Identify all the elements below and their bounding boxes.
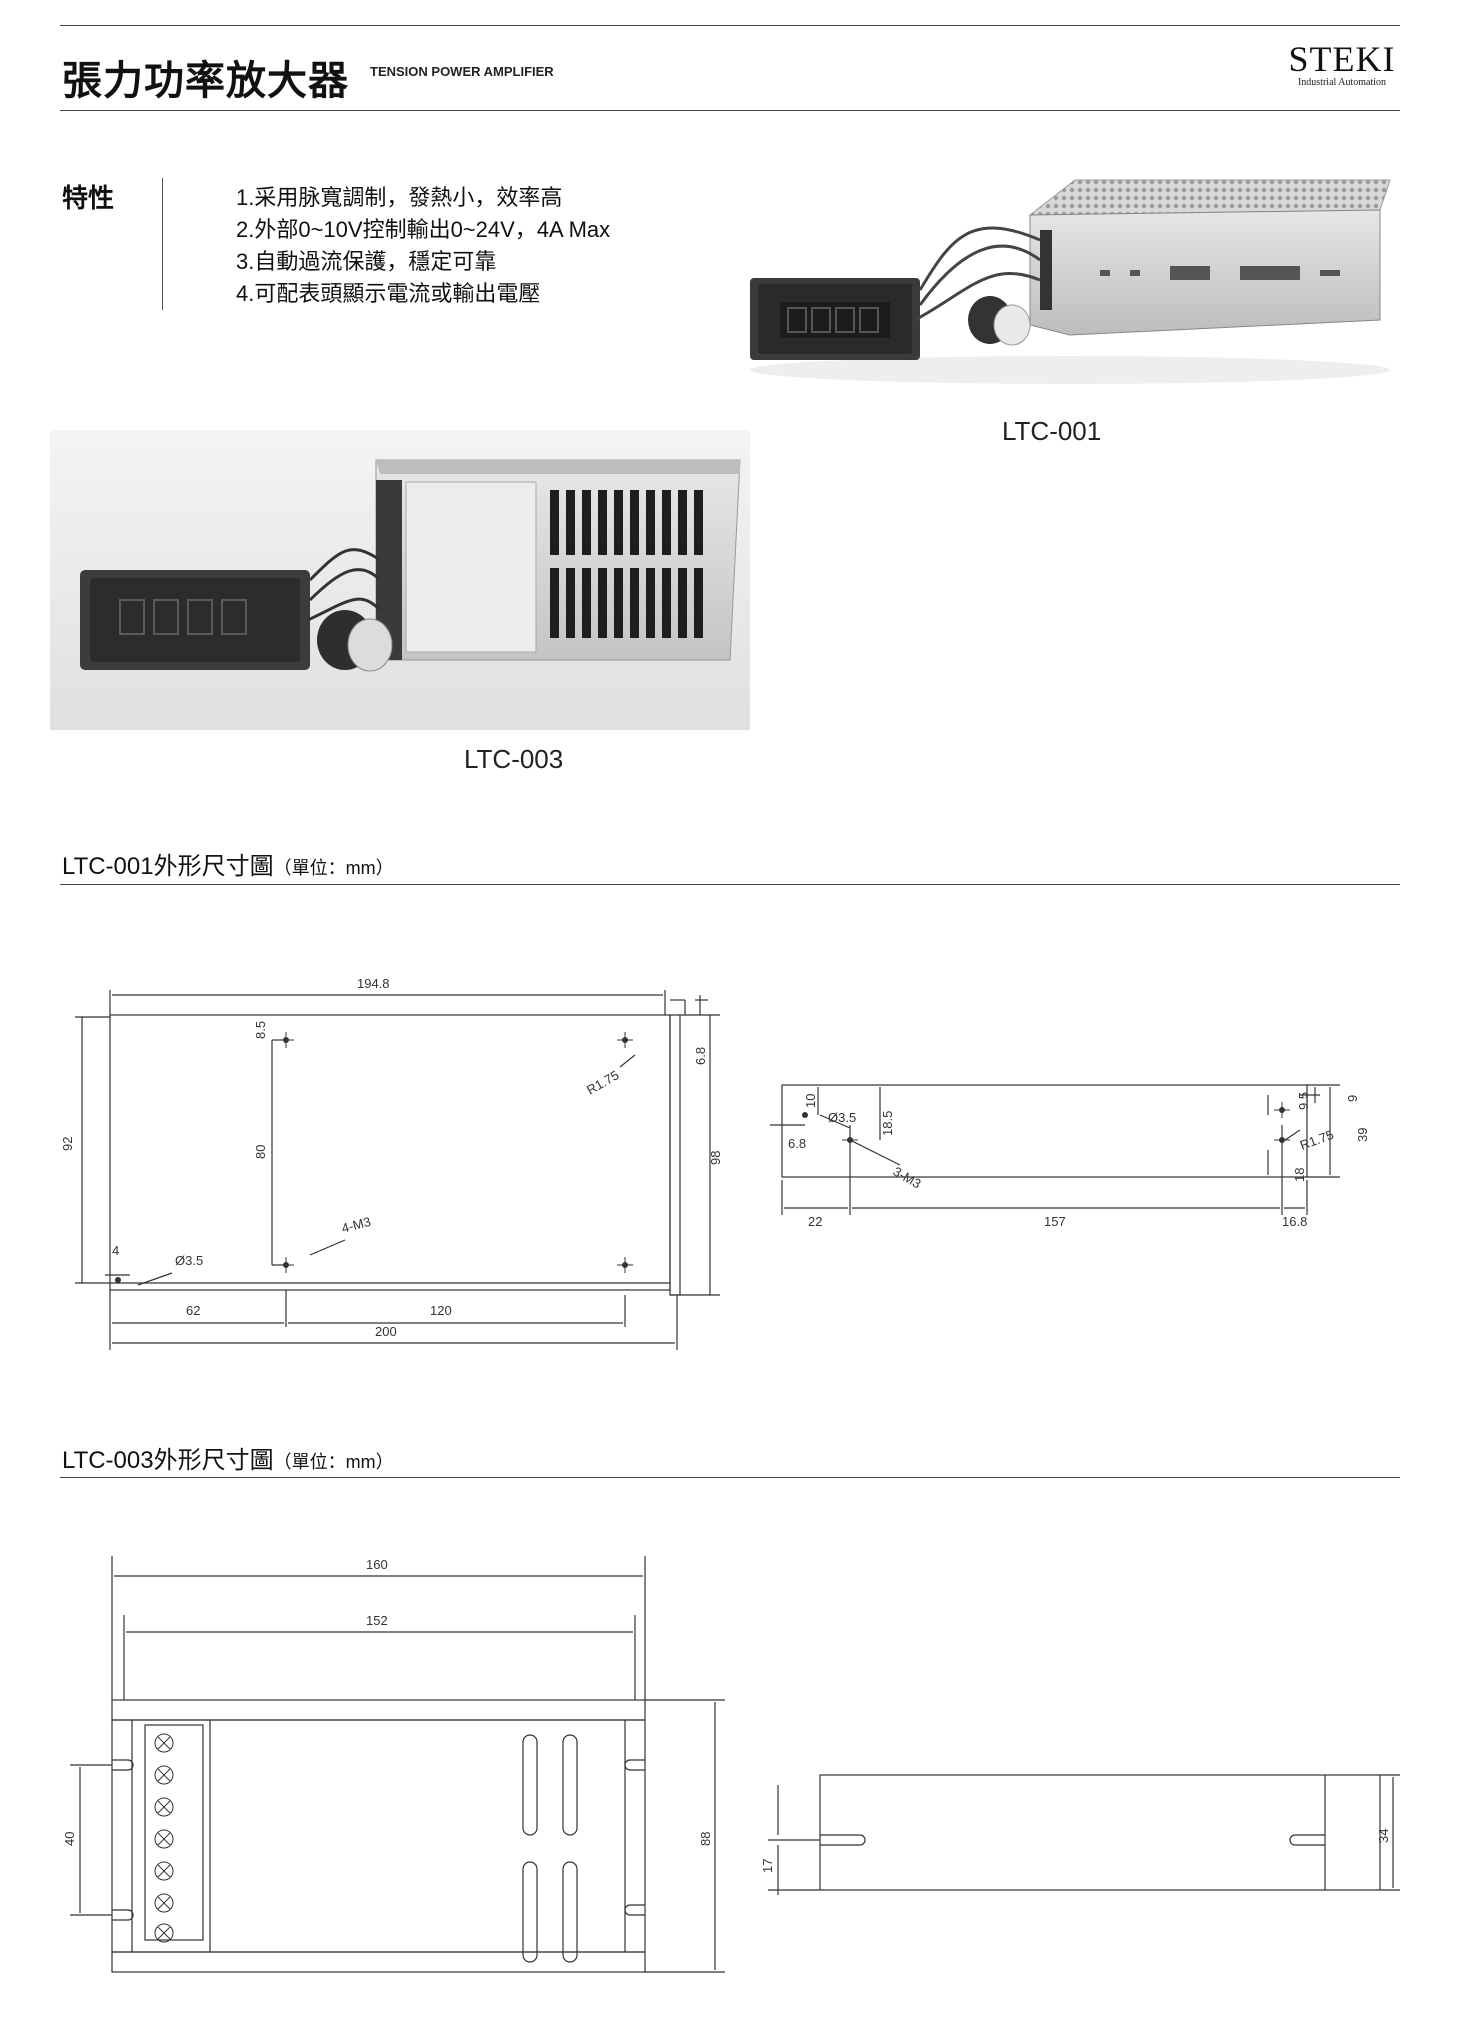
logo-tagline: Industrial Automation bbox=[1297, 77, 1387, 88]
dim-edge: 6.8 bbox=[788, 1136, 806, 1151]
ltc001-dimensions-heading: LTC-001外形尺寸圖（單位：mm） bbox=[62, 846, 394, 881]
feature-item: 2.外部0~10V控制輸出0~24V，4A Max bbox=[236, 217, 611, 242]
ltc003-dimensions-title: LTC-003外形尺寸圖 bbox=[62, 1447, 274, 1474]
section-rule bbox=[60, 1477, 1400, 1478]
dim-hole-x1: 62 bbox=[186, 1303, 200, 1318]
unit-note: （單位：mm） bbox=[273, 858, 394, 878]
dim-top-offset: 10 bbox=[803, 1094, 818, 1108]
dim-hole-x2: 120 bbox=[430, 1303, 452, 1318]
page-title: 張力功率放大器 bbox=[62, 59, 349, 103]
dim-hole-dia: Ø3.5 bbox=[175, 1253, 203, 1268]
dim-hole-edge: 4 bbox=[112, 1243, 119, 1258]
dim-width-inner: 194.8 bbox=[357, 976, 390, 991]
features-list: 1.采用脉寬調制，發熱小，效率高 2.外部0~10V控制輸出0~24V，4A M… bbox=[236, 182, 610, 310]
company-logo: STEKI Industrial Automation bbox=[1282, 40, 1402, 88]
ltc001-caption: LTC-001 bbox=[1002, 416, 1102, 446]
ltc003-side-drawing: 34 17 bbox=[760, 1774, 1400, 1895]
dim-height-left: 92 bbox=[60, 1137, 75, 1151]
dim-r-offset-9-5: 9.5 bbox=[1296, 1092, 1311, 1110]
feature-item: 1.采用脉寬調制，發熱小，效率高 bbox=[236, 185, 563, 210]
dim-height: 34 bbox=[1376, 1829, 1391, 1843]
features-heading: 特性 bbox=[62, 183, 115, 213]
dim-hole-offset: 8.5 bbox=[253, 1021, 268, 1039]
dim-screws: 4-M3 bbox=[340, 1214, 372, 1236]
header-rule bbox=[60, 110, 1400, 111]
dim-flange: 6.8 bbox=[693, 1047, 708, 1065]
dim-offset-18-5: 18.5 bbox=[880, 1111, 895, 1136]
ltc001-dimensions-title: LTC-001外形尺寸圖 bbox=[62, 853, 274, 880]
ltc001-top-drawing: 194.8 62 120 200 92 80 8.5 98 6.8 R1.75 … bbox=[60, 976, 723, 1350]
logo-name: STEKI bbox=[1288, 39, 1396, 79]
ltc003-dimensions-heading: LTC-003外形尺寸圖（單位：mm） bbox=[62, 1440, 394, 1475]
dim-hole-spacing: 80 bbox=[253, 1145, 268, 1159]
ltc003-photo bbox=[50, 430, 750, 730]
dim-width-outer: 160 bbox=[366, 1557, 388, 1572]
top-rule bbox=[60, 25, 1400, 26]
feature-item: 3.自動過流保護，穩定可靠 bbox=[236, 249, 497, 274]
dim-hole-spacing: 40 bbox=[62, 1832, 77, 1846]
dim-radius: R1.75 bbox=[584, 1067, 622, 1097]
dim-r-offset-9: 9 bbox=[1345, 1095, 1360, 1102]
dim-height-right: 98 bbox=[708, 1151, 723, 1165]
dim-side-hole-dia: Ø3.5 bbox=[828, 1110, 856, 1125]
section-rule bbox=[60, 884, 1400, 885]
dim-width-total: 200 bbox=[375, 1324, 397, 1339]
dim-height: 88 bbox=[698, 1832, 713, 1846]
dim-left-offset: 22 bbox=[808, 1214, 822, 1229]
ltc001-photo bbox=[740, 179, 1391, 384]
ltc003-caption: LTC-003 bbox=[464, 744, 564, 774]
page-subtitle: TENSION POWER AMPLIFIER bbox=[370, 64, 554, 79]
unit-note: （單位：mm） bbox=[273, 1452, 394, 1472]
dim-right-offset: 16.8 bbox=[1282, 1214, 1307, 1229]
features-divider bbox=[162, 178, 163, 310]
dim-r-offset-18: 18 bbox=[1292, 1168, 1307, 1182]
feature-item: 4.可配表頭顯示電流或輸出電壓 bbox=[236, 281, 541, 306]
dim-length: 157 bbox=[1044, 1214, 1066, 1229]
dim-side-screws: 3-M3 bbox=[891, 1164, 924, 1192]
ltc001-side-drawing: 22 157 16.8 39 10 18.5 6.8 Ø3.5 3-M3 9.5… bbox=[770, 1084, 1370, 1229]
ltc003-top-drawing: 160 152 88 40 bbox=[62, 1556, 725, 1973]
dim-hole-height: 17 bbox=[760, 1859, 775, 1873]
dim-height: 39 bbox=[1355, 1128, 1370, 1142]
dim-width-inner: 152 bbox=[366, 1613, 388, 1628]
